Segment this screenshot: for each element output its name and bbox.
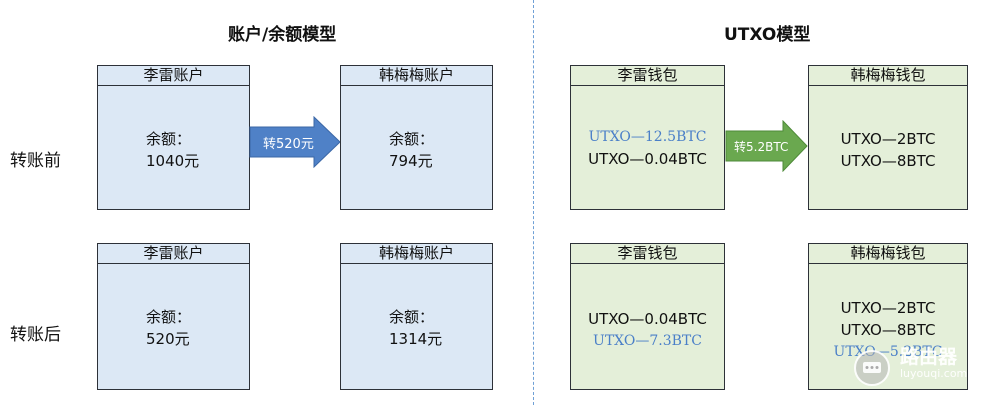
utxo-entry: UTXO—0.04BTC [588,310,707,328]
utxo-entry: UTXO—2BTC [840,130,936,148]
utxo-entry: UTXO—8BTC [840,321,936,339]
box-header: 韩梅梅钱包 [809,244,967,264]
wallet-box-hanmeimei-before: 韩梅梅钱包 UTXO—2BTC UTXO—8BTC [808,65,968,210]
transfer-arrow-utxo [725,120,808,172]
utxo-entry: UTXO—8BTC [840,152,936,170]
transfer-arrow-label: 转5.2BTC [734,140,789,154]
box-header: 李雷账户 [98,66,249,86]
account-model-title: 账户/余额模型 [228,25,337,45]
box-header: 李雷钱包 [571,66,724,86]
box-header: 李雷钱包 [571,244,724,264]
balance-label: 余额： [146,308,192,326]
balance-label: 余额： [146,130,192,148]
account-box-hanmeimei-after: 韩梅梅账户 余额： 1314元 [340,243,493,390]
balance-value: 1040元 [146,152,200,170]
section-divider [533,0,534,405]
wallet-box-hanmeimei-after: 韩梅梅钱包 UTXO—2BTC UTXO—8BTC UTXO—5.2BTC [808,243,968,390]
row-label-after: 转账后 [10,325,61,345]
watermark-logo [854,350,890,386]
balance-label: 余额： [389,130,435,148]
utxo-entry: UTXO—7.3BTC [593,333,702,349]
account-box-lilei-after: 李雷账户 余额： 520元 [97,243,250,390]
balance-value: 520元 [146,330,190,348]
box-header: 韩梅梅钱包 [809,66,967,86]
balance-value: 1314元 [389,330,443,348]
utxo-entry: UTXO—12.5BTC [588,129,707,145]
transfer-arrow-label: 转520元 [263,137,314,152]
watermark-site: luyouqi.com [900,367,968,380]
account-box-hanmeimei-before: 韩梅梅账户 余额： 794元 [340,65,493,210]
utxo-entry: UTXO—0.04BTC [588,150,707,168]
box-header: 李雷账户 [98,244,249,264]
account-box-lilei-before: 李雷账户 余额： 1040元 [97,65,250,210]
balance-label: 余额： [389,308,435,326]
watermark-brand: 路由器 [900,346,958,368]
utxo-entry: UTXO—2BTC [840,299,936,317]
box-header: 韩梅梅账户 [341,244,492,264]
balance-value: 794元 [389,152,433,170]
wallet-box-lilei-after: 李雷钱包 UTXO—0.04BTC UTXO—7.3BTC [570,243,725,390]
row-label-before: 转账前 [10,151,61,171]
utxo-model-title: UTXO模型 [724,25,811,45]
box-header: 韩梅梅账户 [341,66,492,86]
transfer-arrow-account [249,116,341,168]
wallet-box-lilei-before: 李雷钱包 UTXO—12.5BTC UTXO—0.04BTC [570,65,725,210]
